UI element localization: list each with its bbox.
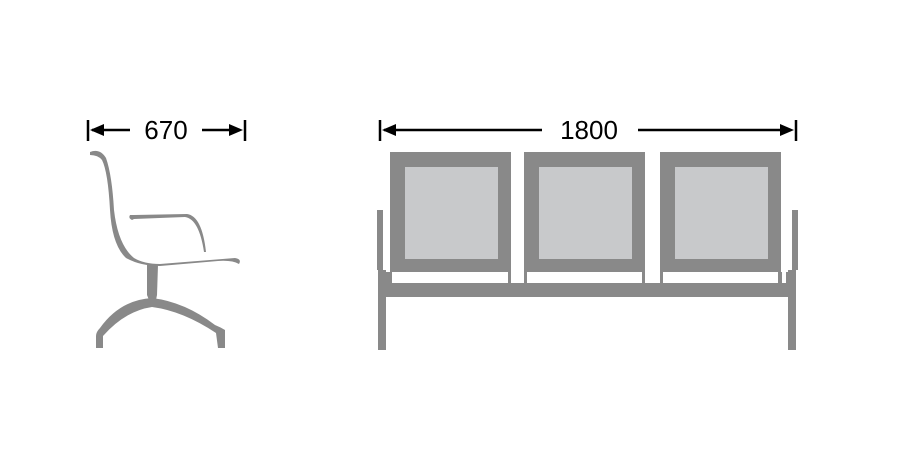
right-leg [788,270,796,350]
left-armrest [377,210,383,270]
side-dimension-line [86,120,247,141]
seat-1 [386,152,511,283]
side-view-chair [90,150,240,348]
front-width-label: 1800 [560,115,618,145]
seat-3 [660,152,790,283]
beam [378,283,796,297]
seat-2 [524,152,645,283]
side-width-label: 670 [144,115,187,145]
front-dimension-line [378,120,798,141]
left-leg [378,270,386,350]
right-armrest [792,210,798,270]
front-view-bench [377,152,798,350]
